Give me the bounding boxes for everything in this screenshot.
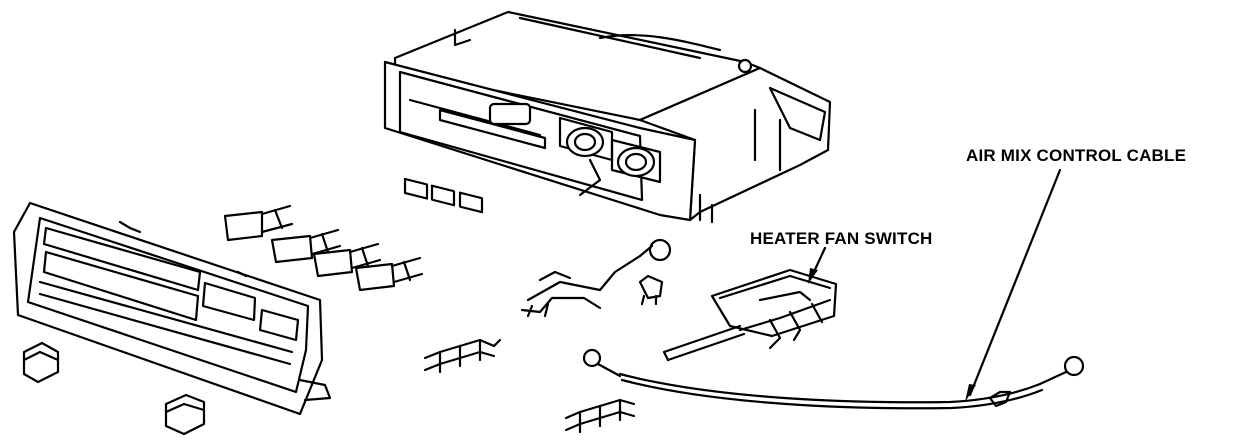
connector-upper <box>423 338 502 374</box>
callout-leader-air-mix <box>965 168 1062 402</box>
push-button-3 <box>312 242 382 278</box>
callout-air-mix-control-cable: AIR MIX CONTROL CABLE <box>966 146 1187 165</box>
push-button-2 <box>270 228 342 264</box>
heater-fan-switch <box>662 268 838 362</box>
control-lever <box>520 238 672 318</box>
callout-heater-fan-switch: HEATER FAN SWITCH <box>750 229 933 248</box>
connector-lower <box>564 398 636 434</box>
control-panel-bezel <box>12 201 332 416</box>
callout-leader-fan-switch <box>808 246 827 284</box>
push-button-4 <box>354 256 424 292</box>
push-button-1 <box>223 204 294 242</box>
knob-right <box>164 393 206 436</box>
knob-left <box>22 341 60 384</box>
heater-control-unit <box>383 10 832 224</box>
lever-clip <box>638 274 664 306</box>
air-mix-control-cable <box>582 348 1085 410</box>
